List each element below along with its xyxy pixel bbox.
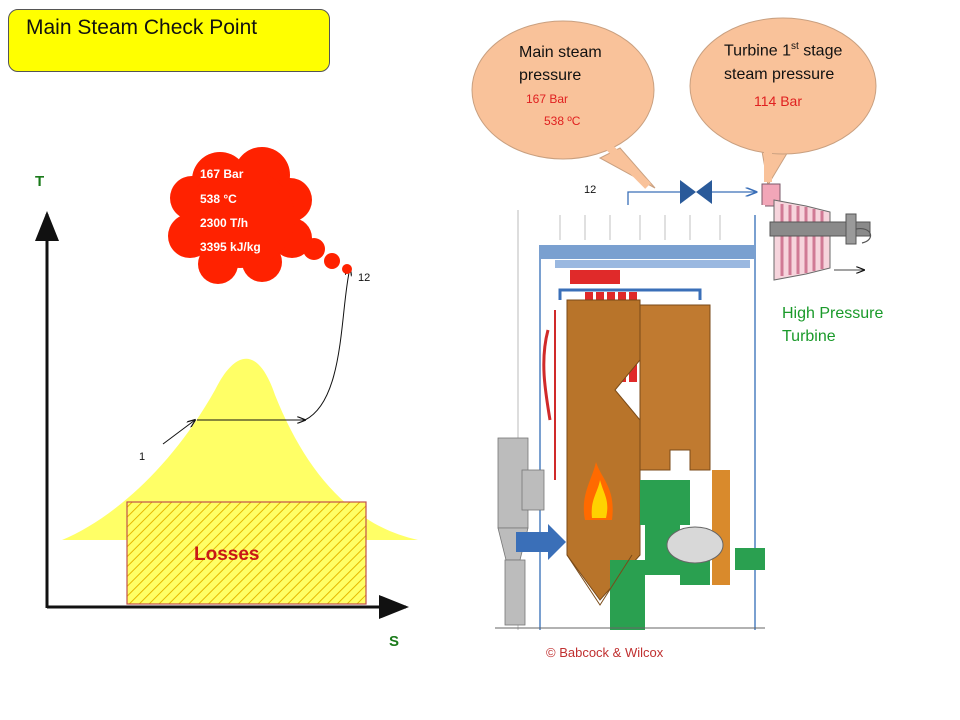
losses-box (126, 501, 367, 605)
point-1-label: 1 (139, 451, 146, 463)
boiler-schematic (495, 205, 765, 630)
copyright-label: © Babcock & Wilcox (546, 645, 664, 660)
title-box (8, 9, 330, 72)
page-title: Main Steam Check Point (26, 16, 258, 39)
callout-turbine-line1: Turbine 1st stage (724, 41, 842, 60)
callout-main-pressure: 167 Bar (526, 92, 569, 106)
t-axis-label: T (35, 173, 45, 190)
cloud-pressure: 167 Bar (200, 167, 244, 181)
callout-turbine (689, 17, 877, 187)
losses-label: Losses (194, 544, 260, 565)
callout-main-steam (471, 20, 656, 189)
boiler-point-12-label: 12 (584, 184, 597, 196)
s-axis-label: S (389, 633, 400, 650)
air-inlet-arrow-icon (516, 524, 566, 560)
process-superheat (304, 268, 350, 421)
turbine-label-line2: Turbine (782, 328, 836, 345)
point-12-label: 12 (358, 272, 371, 284)
cloud-temperature: 538 °C (200, 192, 237, 206)
callout-turbine-line2: steam pressure (724, 66, 835, 83)
cloud-flow: 2300 T/h (200, 216, 249, 230)
valve-icon (680, 180, 712, 204)
callout-turbine-line1-pre: Turbine 1 (724, 42, 791, 60)
callout-main-line2: pressure (519, 67, 582, 84)
callout-main-line1: Main steam (519, 44, 602, 61)
callout-main-temperature: 538 ºC (544, 114, 581, 128)
process-heating (162, 420, 195, 445)
ts-diagram (35, 147, 418, 619)
turbine-label-line1: High Pressure (782, 305, 884, 322)
saturation-dome (62, 358, 418, 540)
hp-turbine-icon (761, 183, 872, 281)
cloud-enthalpy: 3395 kJ/kg (200, 240, 261, 254)
callout-turbine-pressure: 114 Bar (754, 93, 802, 109)
thought-cloud (168, 147, 352, 284)
callout-turbine-line1-sup: st (791, 41, 799, 52)
flame-icon (583, 462, 613, 520)
main-steam-line (627, 180, 756, 228)
callout-turbine-line1-post: stage (798, 42, 843, 60)
